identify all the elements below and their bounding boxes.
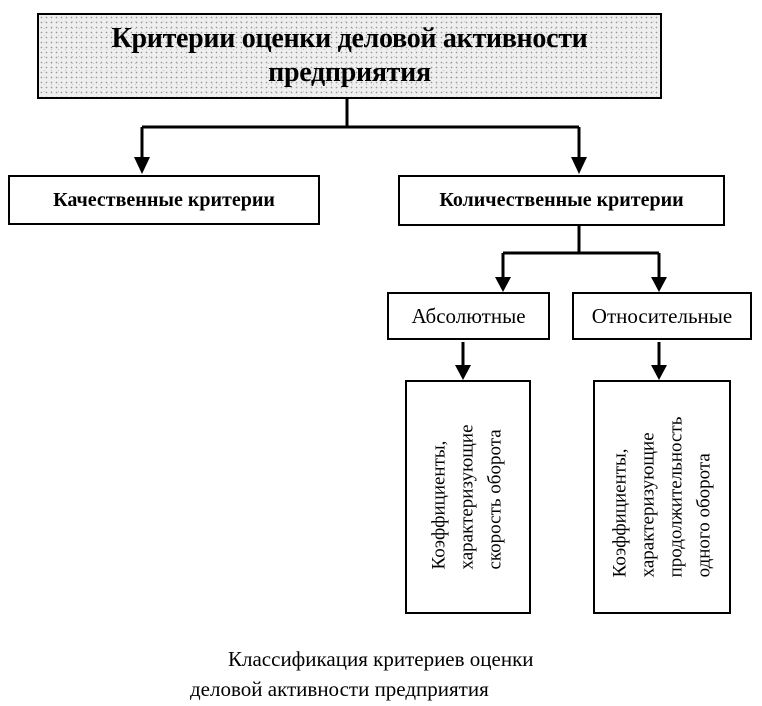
absolute-node: Абсолютные	[387, 292, 550, 340]
absolute-detail-text: Коэффициенты, характеризующие скорость о…	[426, 424, 510, 569]
absolute-detail-line1: Коэффициенты,	[429, 440, 451, 570]
relative-detail-line4: одного оборота	[693, 453, 714, 578]
absolute-detail-line2: характеризующие	[457, 424, 479, 570]
arrow-to-quantitative	[571, 157, 587, 174]
relative-node: Относительные	[572, 292, 752, 340]
absolute-detail-line3: скорость оборота	[485, 429, 507, 570]
relative-detail-line2: характеризующие	[637, 432, 658, 578]
quantitative-label: Количественные критерии	[439, 189, 684, 211]
relative-detail-line3: продолжительность	[665, 416, 686, 578]
relative-label: Относительные	[591, 303, 733, 328]
caption-line2: деловой активности предприятия	[190, 677, 489, 701]
arrow-to-relative-detail	[651, 365, 667, 380]
figure-caption: Классификация критериев оценки деловой а…	[0, 644, 762, 704]
root-title-line2: предприятия	[268, 57, 431, 88]
root-title-line1: Критерии оценки деловой активности	[111, 23, 588, 54]
root-node-title: Критерии оценки деловой активности предп…	[111, 22, 587, 90]
arrow-to-absolute-detail	[455, 365, 471, 380]
arrow-to-relative	[651, 277, 667, 292]
root-connector	[142, 99, 579, 129]
caption-line1: Классификация критериев оценки	[228, 647, 534, 671]
quantitative-node: Количественные критерии	[398, 175, 725, 226]
relative-detail-node: Коэффициенты, характеризующие продолжите…	[593, 380, 731, 614]
absolute-label: Абсолютные	[411, 303, 526, 328]
root-node: Критерии оценки деловой активности предп…	[37, 13, 662, 99]
qualitative-node: Качественные критерии	[8, 175, 320, 225]
quantitative-split-connector	[503, 226, 659, 255]
qualitative-label: Качественные критерии	[53, 188, 275, 211]
relative-detail-line1: Коэффициенты,	[609, 448, 630, 578]
absolute-detail-node: Коэффициенты, характеризующие скорость о…	[405, 380, 531, 614]
relative-detail-text: Коэффициенты, характеризующие продолжите…	[606, 417, 718, 578]
arrow-to-qualitative	[134, 157, 150, 174]
arrow-to-absolute	[495, 277, 511, 292]
